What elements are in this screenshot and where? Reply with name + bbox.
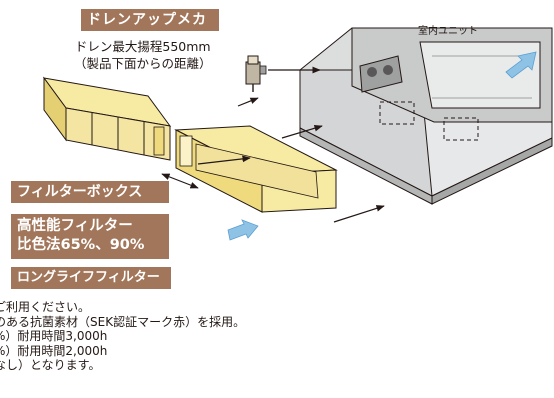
drain-note-line1: ドレン最大揚程550mm <box>74 39 211 54</box>
drain-pump <box>245 55 267 92</box>
filter-box <box>174 125 338 213</box>
bottom-note-line: %）耐用時間3,000h <box>0 329 108 343</box>
airflow-arrows <box>227 51 537 241</box>
bottom-notes: ご利用ください。 のある抗菌素材（SEK認証マーク赤）を採用。 %）耐用時間3,… <box>0 300 245 373</box>
high-performance-filter-line2: 比色法65%、90% <box>17 237 145 253</box>
indoor-unit-label: 室内ユニット <box>418 26 478 37</box>
drain-note: ドレン最大揚程550mm （製品下面からの距離） <box>74 38 212 72</box>
long-life-filter-tag: ロングライフフィルター <box>11 267 171 289</box>
bottom-note-line: %）耐用時間2,000h <box>0 343 108 358</box>
bottom-note-line: ご利用ください。 <box>0 300 91 314</box>
filter-box-tag: フィルターボックス <box>11 181 169 203</box>
bottom-note-line: のある抗菌素材（SEK認証マーク赤）を採用。 <box>0 314 246 329</box>
airflow-out-arrow <box>505 51 537 79</box>
high-performance-filter-tag: 高性能フィルター 比色法65%、90% <box>11 214 169 259</box>
indoor-unit <box>298 27 553 205</box>
airflow-in-arrow <box>227 219 259 241</box>
filter-panels <box>42 76 172 161</box>
high-performance-filter-line1: 高性能フィルター <box>17 218 133 234</box>
drain-note-line2: （製品下面からの距離） <box>74 56 212 71</box>
bottom-note-line: なし）となります。 <box>0 358 101 372</box>
drain-up-mecha-tag: ドレンアップメカ <box>81 9 219 31</box>
connector-arrows <box>161 66 385 223</box>
